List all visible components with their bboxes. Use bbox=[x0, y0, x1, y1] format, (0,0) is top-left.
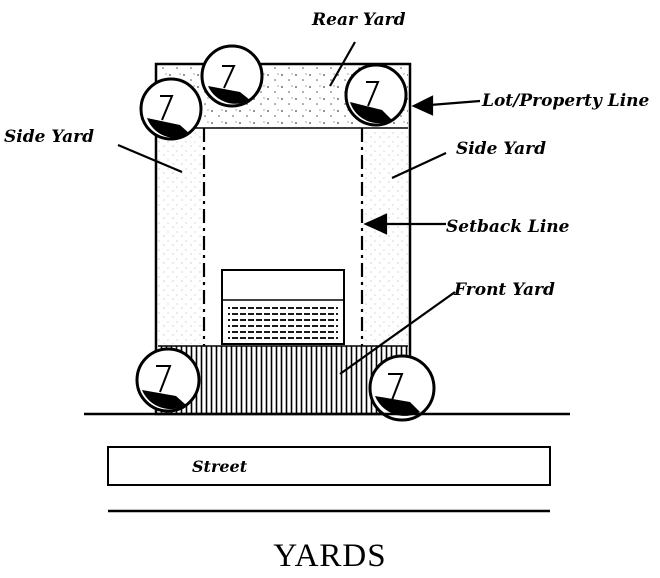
side-yard-left-area bbox=[158, 130, 204, 344]
tree-front-right bbox=[368, 354, 436, 422]
caption-yards: YARDS bbox=[273, 538, 386, 574]
side-yard-right-area bbox=[362, 130, 408, 344]
rear-yard-label: Rear Yard bbox=[311, 10, 406, 30]
front-yard-leader bbox=[339, 291, 456, 375]
side-yard-left-leader bbox=[117, 143, 183, 174]
tree-rear-left bbox=[139, 77, 203, 141]
front-yard-label: Front Yard bbox=[453, 280, 555, 300]
street-label: Street bbox=[192, 457, 248, 476]
house bbox=[221, 269, 345, 345]
leader-lines bbox=[117, 41, 481, 375]
lot-property-line-label: Lot/Property Line bbox=[481, 91, 650, 111]
tree-rear-center bbox=[200, 44, 264, 108]
side-yard-left-label: Side Yard bbox=[4, 127, 94, 147]
lot-line-arrowhead bbox=[411, 95, 434, 116]
rear-yard-leader bbox=[329, 41, 356, 87]
setback-line-label: Setback Line bbox=[446, 217, 570, 237]
setback-line-arrowhead bbox=[363, 213, 388, 235]
side-yard-right-leader bbox=[391, 152, 447, 179]
tree-front-left bbox=[135, 347, 201, 413]
street-box bbox=[107, 446, 551, 486]
lot-line-leader bbox=[429, 99, 481, 107]
side-yard-right-label: Side Yard bbox=[456, 139, 546, 159]
tree-rear-right bbox=[344, 63, 408, 127]
